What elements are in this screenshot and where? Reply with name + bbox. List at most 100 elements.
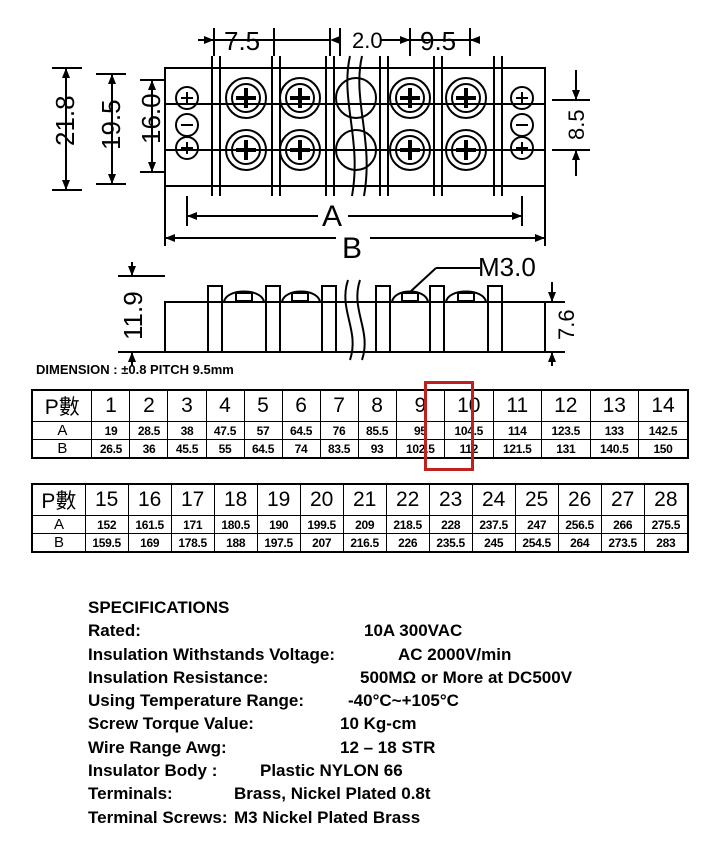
value-cell: 226	[385, 533, 430, 553]
row-label: A	[31, 421, 93, 440]
row-label: A	[31, 515, 86, 534]
value-cell: 256.5	[557, 515, 602, 534]
value-cell: 64.5	[243, 439, 283, 459]
dimension-table-2: P數 15 16 17 18 19 20 21 22 23 24 25 26 2…	[31, 483, 689, 553]
value-cell: 123.5	[541, 421, 591, 440]
value-cell: 152	[84, 515, 129, 534]
pole-cell: 9	[395, 389, 446, 422]
spec-row: Wire Range Awg:12 – 18 STR	[88, 736, 435, 759]
spec-row: Rated:10A 300VAC	[88, 619, 462, 642]
spec-key: Using Temperature Range:	[88, 691, 305, 711]
spec-value: Brass, Nickel Plated 0.8t	[234, 784, 431, 804]
pole-cell: 13	[589, 389, 640, 422]
dimension-table-1: P數 1 2 3 4 5 6 7 8 9 10 11 12 13 14 A 19…	[31, 389, 689, 459]
value-cell: 133	[589, 421, 640, 440]
pole-cell: 15	[84, 483, 129, 516]
value-cell: 235.5	[428, 533, 473, 553]
spec-value: Plastic NYLON 66	[260, 761, 403, 781]
spec-value: 12 – 18 STR	[340, 737, 436, 757]
value-cell: 283	[643, 533, 689, 553]
pole-cell: 28	[643, 483, 689, 516]
pole-cell: 11	[492, 389, 543, 422]
dimension-note: DIMENSION : ±0.8 PITCH 9.5mm	[36, 362, 234, 377]
value-cell: 188	[213, 533, 258, 553]
spec-value: 500MΩ or More at DC500V	[360, 667, 573, 687]
pole-cell: 3	[167, 389, 207, 422]
side-view-body	[164, 301, 546, 353]
pole-cell: 14	[638, 389, 689, 422]
value-cell: 207	[299, 533, 344, 553]
pole-cell: 27	[600, 483, 645, 516]
value-cell: 83.5	[319, 439, 359, 459]
pole-header: P數	[31, 389, 93, 422]
value-cell: 209	[342, 515, 387, 534]
value-cell: 264	[557, 533, 602, 553]
value-cell: 275.5	[643, 515, 689, 534]
pole-cell: 18	[213, 483, 258, 516]
label-b: B	[342, 232, 362, 265]
value-cell: 218.5	[385, 515, 430, 534]
mount-hole-icon	[510, 86, 534, 110]
value-cell: 45.5	[167, 439, 207, 459]
pole-cell: 17	[170, 483, 215, 516]
value-cell: 247	[514, 515, 559, 534]
value-cell: 131	[541, 439, 591, 459]
value-cell: 76	[319, 421, 359, 440]
value-cell: 169	[127, 533, 172, 553]
value-cell: 140.5	[589, 439, 640, 459]
table-row: B 159.5 169 178.5 188 197.5 207 216.5 22…	[31, 533, 689, 553]
side-height: 11.9	[118, 291, 148, 340]
spec-row: Terminal Screws:M3 Nickel Plated Brass	[88, 806, 420, 829]
pole-cell: 10	[444, 389, 494, 422]
pole-cell: 5	[243, 389, 283, 422]
value-cell: 38	[167, 421, 207, 440]
value-cell: 245	[471, 533, 516, 553]
dim-height-outer: 21.8	[50, 95, 80, 146]
value-cell: 36	[129, 439, 169, 459]
value-cell: 237.5	[471, 515, 516, 534]
dim-pitch2: 9.5	[420, 26, 456, 56]
value-cell: 85.5	[357, 421, 397, 440]
row-label: B	[31, 439, 93, 459]
pole-cell: 23	[428, 483, 473, 516]
pole-cell: 22	[385, 483, 430, 516]
pole-cell: 2	[129, 389, 169, 422]
value-cell: 178.5	[170, 533, 215, 553]
pole-cell: 4	[205, 389, 245, 422]
table-row: A 19 28.5 38 47.5 57 64.5 76 85.5 95 104…	[31, 421, 689, 440]
terminal-block-drawing: 7.5 2.0 9.5 21.8 19.5 16.0 8.5 A B M3.0 …	[50, 26, 590, 366]
value-cell: 74	[281, 439, 321, 459]
row-label: B	[31, 533, 86, 553]
highlight-box	[424, 381, 474, 471]
table-row: P數 15 16 17 18 19 20 21 22 23 24 25 26 2…	[31, 483, 689, 516]
value-cell: 254.5	[514, 533, 559, 553]
value-cell: 180.5	[213, 515, 258, 534]
spec-value: 10 Kg-cm	[340, 714, 417, 734]
value-cell: 28.5	[129, 421, 169, 440]
spec-key: Insulator Body :	[88, 761, 218, 781]
spec-value: M3 Nickel Plated Brass	[234, 807, 421, 827]
value-cell: 190	[256, 515, 301, 534]
value-cell: 55	[205, 439, 245, 459]
value-cell: 114	[492, 421, 543, 440]
table-row: A 152 161.5 171 180.5 190 199.5 209 218.…	[31, 515, 689, 534]
value-cell: 93	[357, 439, 397, 459]
value-cell: 216.5	[342, 533, 387, 553]
pole-cell: 7	[319, 389, 359, 422]
table-row: P數 1 2 3 4 5 6 7 8 9 10 11 12 13 14	[31, 389, 689, 422]
spec-key: Screw Torque Value:	[88, 714, 254, 734]
pole-cell: 6	[281, 389, 321, 422]
top-view-body	[164, 67, 546, 187]
pole-cell: 24	[471, 483, 516, 516]
spec-key: Insulation Resistance:	[88, 667, 269, 687]
dim-right: 8.5	[564, 109, 589, 140]
value-cell: 47.5	[205, 421, 245, 440]
spec-key: Insulation Withstands Voltage:	[88, 644, 335, 664]
spec-row: Insulator Body : Plastic NYLON 66	[88, 759, 403, 782]
spec-value: AC 2000V/min	[398, 644, 512, 664]
value-cell: 150	[638, 439, 689, 459]
value-cell: 266	[600, 515, 645, 534]
value-cell: 171	[170, 515, 215, 534]
screw-label: M3.0	[478, 252, 536, 282]
specifications: SPECIFICATIONS Rated:10A 300VAC Insulati…	[88, 596, 572, 829]
